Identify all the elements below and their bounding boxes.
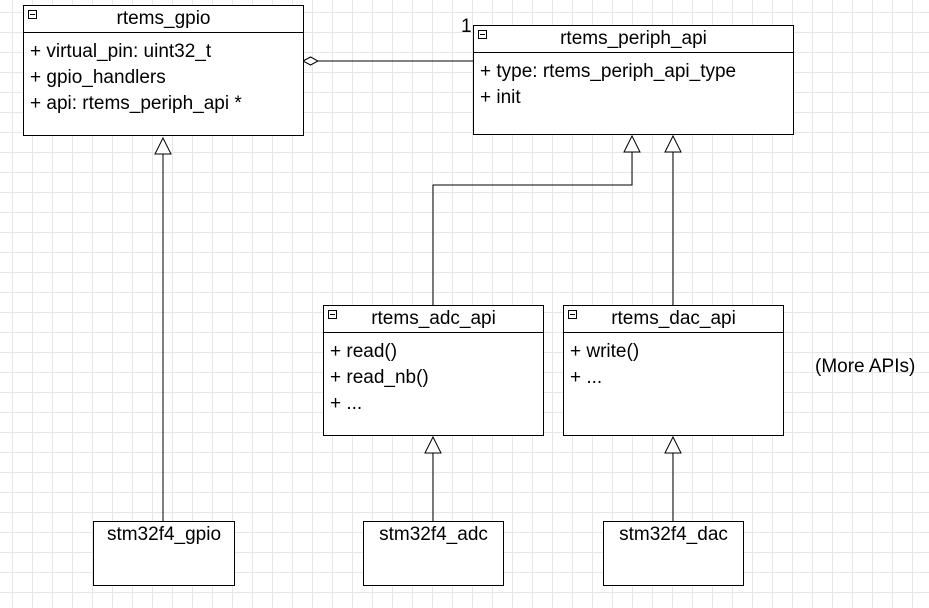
class-name: rtems_periph_api	[560, 28, 707, 49]
attribute: + init	[480, 87, 521, 108]
collapse-icon[interactable]	[568, 310, 577, 319]
attribute-list: + virtual_pin: uint32_t + gpio_handlers …	[24, 33, 303, 117]
attribute: + ...	[330, 393, 363, 414]
attribute: + type: rtems_periph_api_type	[480, 61, 737, 82]
impl-stm32f4-gpio[interactable]: stm32f4_gpio	[93, 521, 235, 586]
more-apis-label: (More APIs)	[815, 356, 916, 377]
impl-name: stm32f4_adc	[379, 524, 488, 545]
attribute: + gpio_handlers	[30, 67, 166, 88]
gpio-inherit-arrow	[154, 136, 172, 155]
aggregation-diamond	[301, 56, 320, 66]
class-name: rtems_dac_api	[611, 308, 736, 329]
collapse-icon[interactable]	[478, 30, 487, 39]
class-rtems-periph-api-header: rtems_periph_api	[474, 26, 793, 53]
attribute: + read_nb()	[330, 367, 429, 388]
collapse-icon[interactable]	[328, 310, 337, 319]
class-rtems-periph-api[interactable]: rtems_periph_api + type: rtems_periph_ap…	[473, 25, 794, 135]
class-name: rtems_gpio	[116, 8, 211, 29]
adc-inherit-arrow	[424, 435, 442, 454]
attribute-list: + write() + ...	[564, 333, 783, 391]
dac-api-inherit-arrow	[664, 134, 682, 153]
attribute: + write()	[570, 341, 640, 362]
adc-api-inherit-arrow	[623, 134, 641, 153]
adc-api-inherit-line[interactable]	[432, 152, 633, 305]
collapse-icon[interactable]	[28, 10, 37, 19]
class-rtems-gpio[interactable]: rtems_gpio + virtual_pin: uint32_t + gpi…	[23, 5, 304, 136]
multiplicity-label: 1	[461, 16, 472, 37]
class-rtems-gpio-header: rtems_gpio	[24, 6, 303, 33]
attribute: + read()	[330, 341, 398, 362]
impl-name: stm32f4_gpio	[106, 524, 222, 545]
dac-inherit-arrow	[664, 435, 682, 454]
class-rtems-dac-api[interactable]: rtems_dac_api + write() + ...	[563, 305, 784, 436]
attribute: + virtual_pin: uint32_t	[30, 41, 212, 62]
class-rtems-adc-api-header: rtems_adc_api	[324, 306, 543, 333]
class-name: rtems_adc_api	[371, 308, 496, 329]
class-rtems-adc-api[interactable]: rtems_adc_api + read() + read_nb() + ...	[323, 305, 544, 436]
attribute-list: + type: rtems_periph_api_type + init	[474, 53, 793, 111]
attribute: + ...	[570, 367, 603, 388]
impl-name: stm32f4_dac	[619, 524, 728, 545]
attribute: + api: rtems_periph_api *	[30, 93, 242, 114]
class-rtems-dac-api-header: rtems_dac_api	[564, 306, 783, 333]
impl-stm32f4-dac[interactable]: stm32f4_dac	[603, 521, 744, 586]
impl-stm32f4-adc[interactable]: stm32f4_adc	[363, 521, 504, 586]
attribute-list: + read() + read_nb() + ...	[324, 333, 543, 417]
